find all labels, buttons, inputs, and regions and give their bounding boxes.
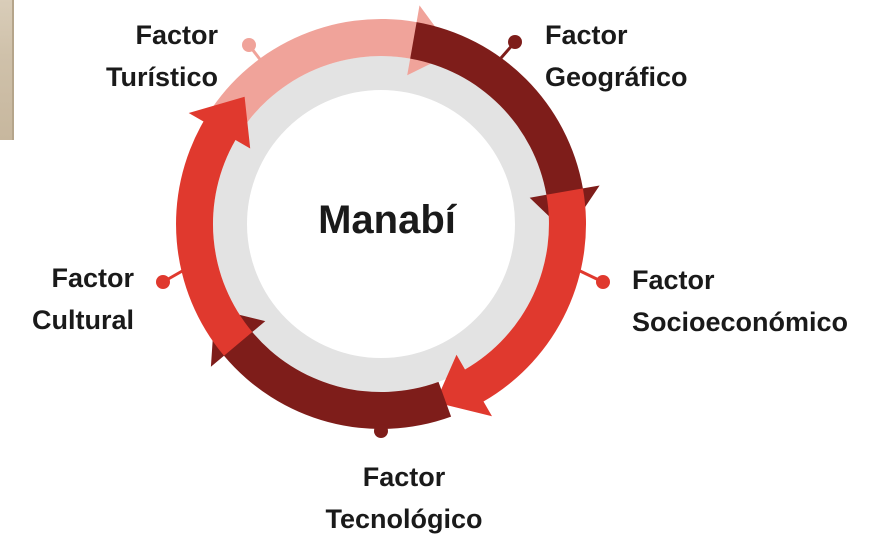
label-factor-tecnologico-line1: Factor	[362, 462, 446, 492]
label-factor-turistico-line2: Turístico	[105, 62, 218, 92]
label-factor-socioeconomico: Factor Socioeconómico	[632, 259, 890, 343]
label-factor-geografico: Factor Geográfico	[545, 14, 745, 98]
segment-geografico	[410, 22, 600, 234]
segment-tecnologico	[210, 308, 452, 429]
label-factor-turistico: Factor Turístico	[60, 14, 218, 98]
inner-ring	[213, 56, 549, 392]
label-factor-tecnologico-line2: Tecnológico	[325, 504, 483, 534]
label-factor-socioeconomico-line2: Socioeconómico	[632, 307, 849, 337]
connector-dot-socioeconomico	[596, 275, 610, 289]
segment-cultural	[176, 96, 253, 356]
background-photo-fragment	[0, 0, 14, 140]
center-title: Manabí	[318, 198, 456, 242]
connector-dot-tecnologico	[374, 424, 388, 438]
segment-turistico	[203, 5, 454, 141]
label-factor-geografico-line2: Geográfico	[545, 62, 688, 92]
label-factor-cultural-line1: Factor	[51, 263, 134, 293]
label-factor-geografico-line1: Factor	[545, 20, 628, 50]
connector-dot-geografico	[508, 35, 522, 49]
connector-dot-cultural	[156, 275, 170, 289]
segment-socioeconomico	[435, 188, 587, 417]
label-factor-tecnologico: Factor Tecnológico	[290, 456, 518, 540]
connector-dot-turistico	[242, 38, 256, 52]
label-factor-turistico-line1: Factor	[135, 20, 218, 50]
label-factor-cultural: Factor Cultural	[2, 257, 134, 341]
label-factor-cultural-line2: Cultural	[31, 305, 134, 335]
label-factor-socioeconomico-line1: Factor	[632, 265, 715, 295]
